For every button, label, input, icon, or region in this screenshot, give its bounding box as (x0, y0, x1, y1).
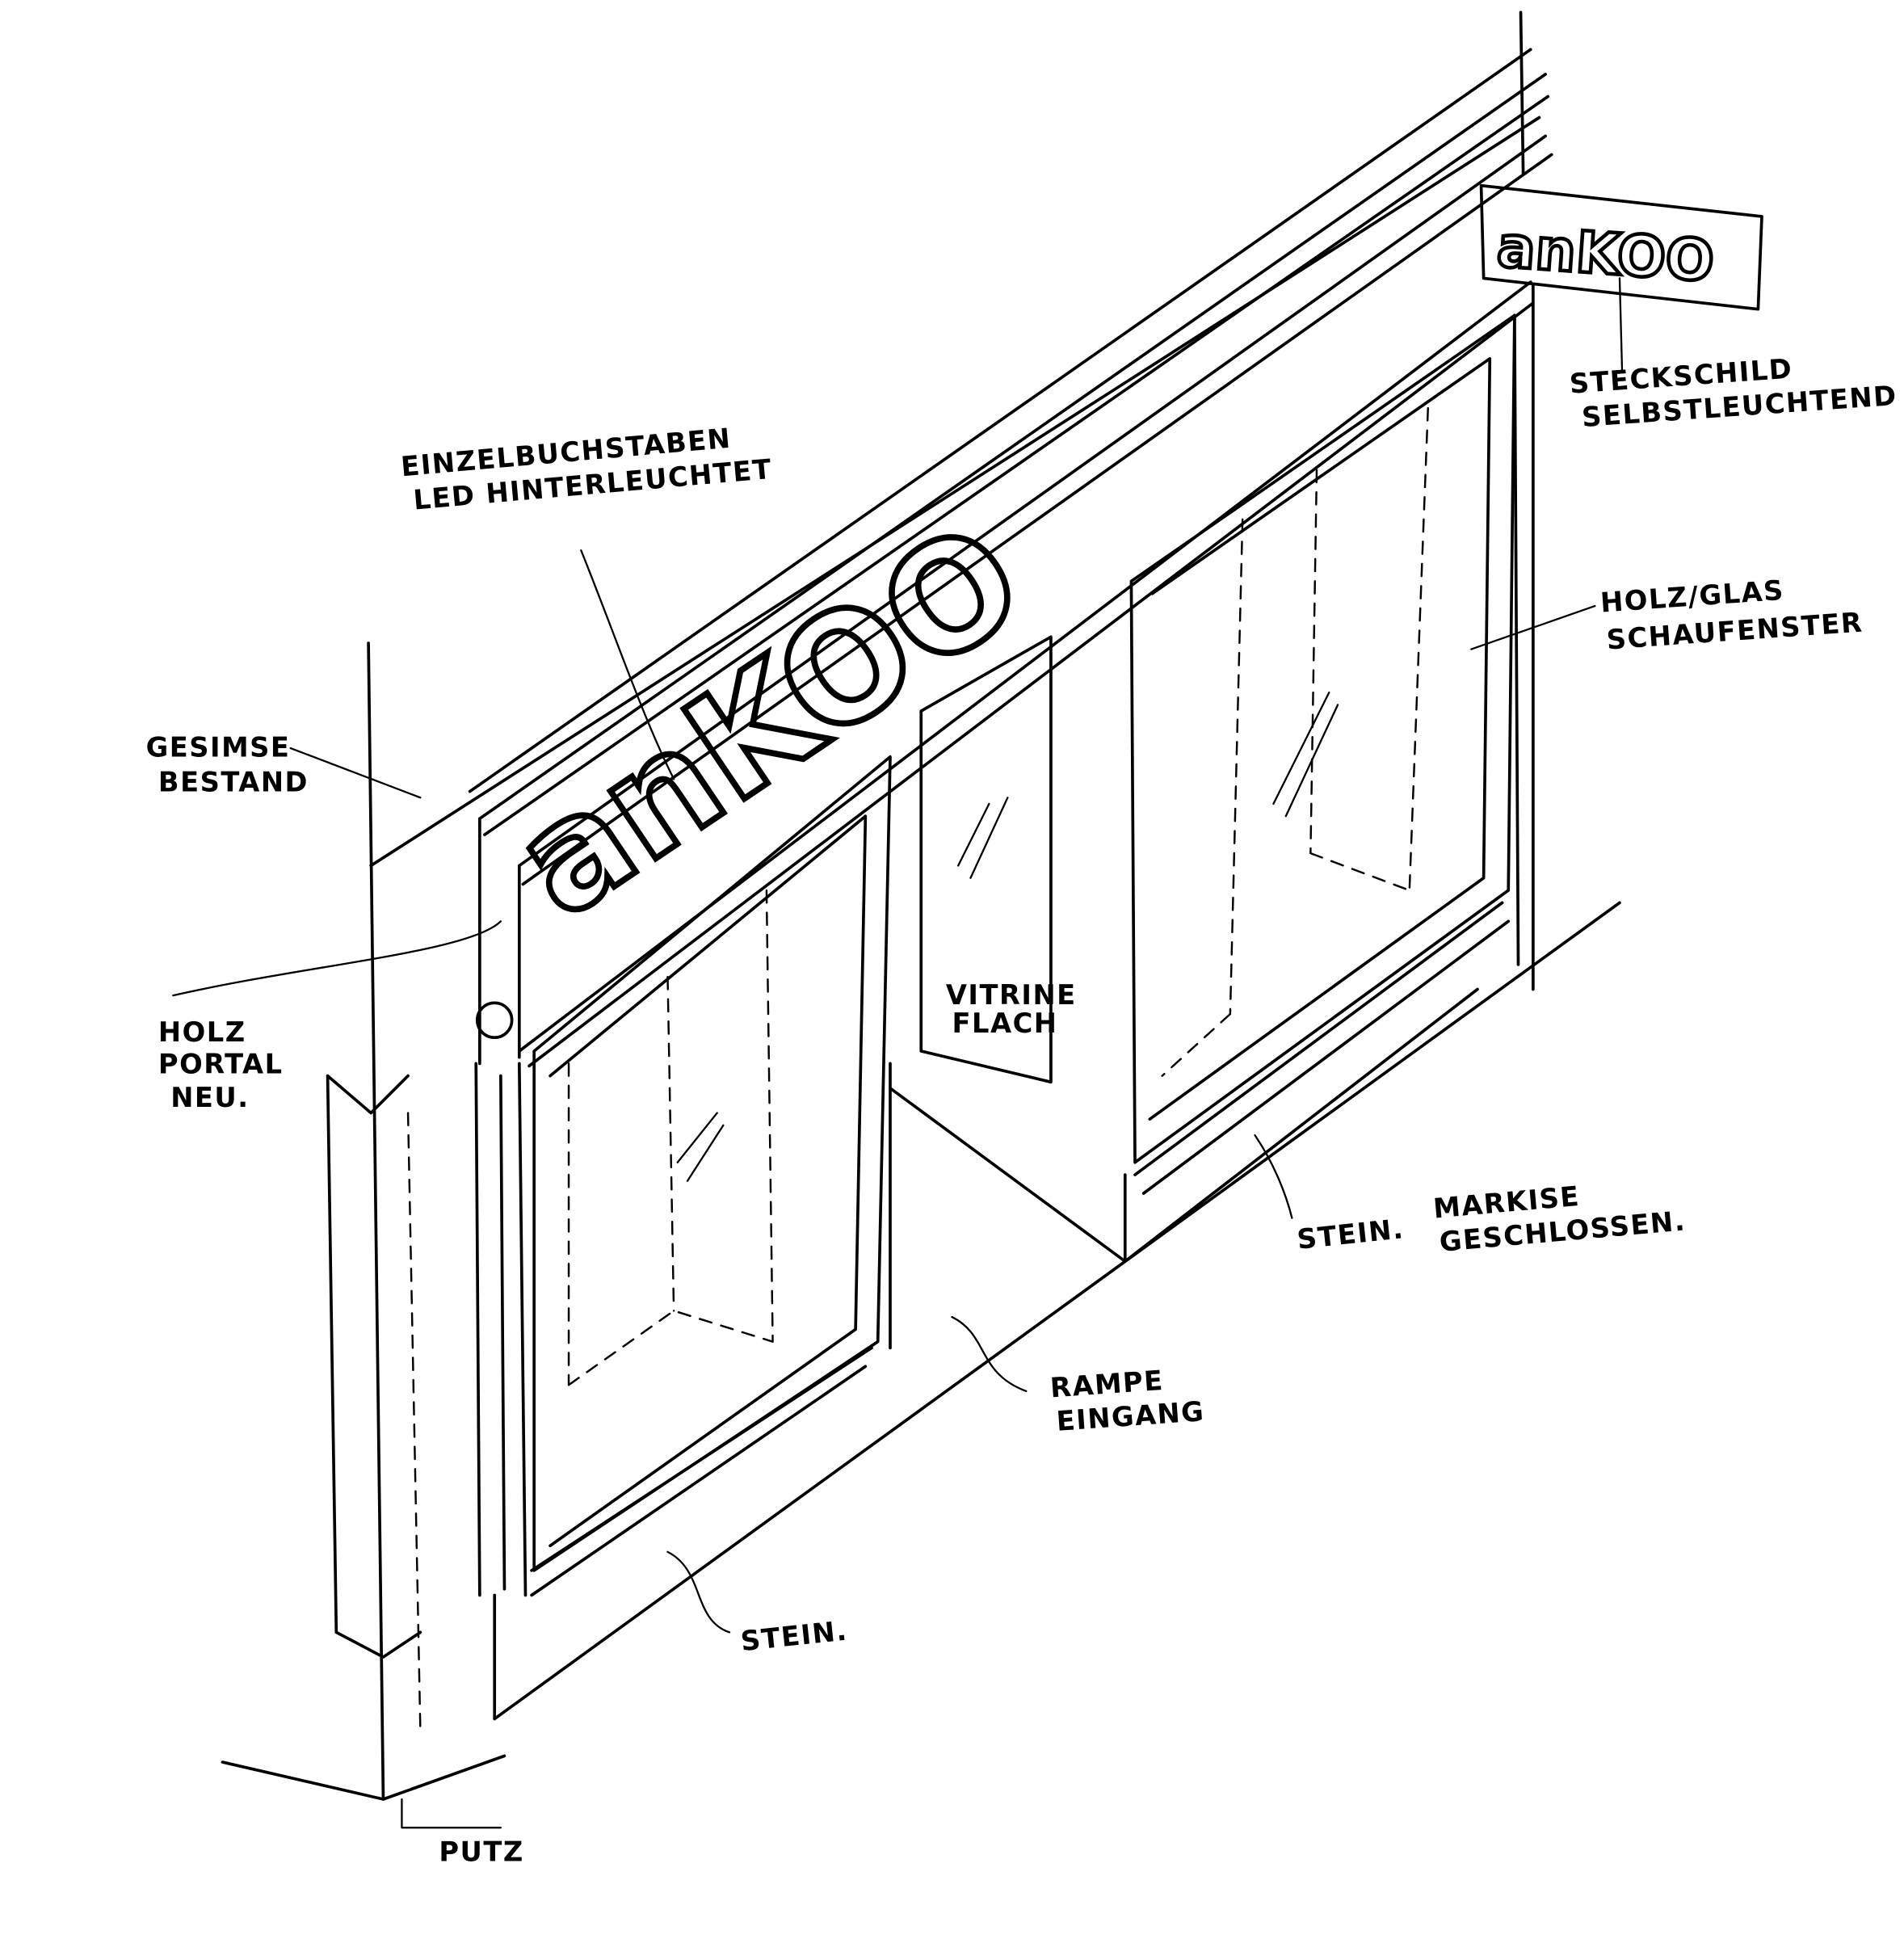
existing-wall (221, 641, 506, 1801)
label-cornice-1: GESIMSE (146, 732, 291, 763)
fascia (369, 48, 1553, 1068)
label-cornice-2: BESTAND (158, 767, 309, 798)
right-window (1129, 283, 1535, 1195)
label-portal-2: PORTAL (158, 1049, 284, 1080)
label-vitrine-2: FLACH (952, 1007, 1058, 1039)
label-window-1: HOLZ/GLAS (1599, 574, 1785, 619)
left-window (530, 755, 892, 1597)
label-portal-1: HOLZ (158, 1016, 246, 1048)
blade-sign (1479, 11, 1763, 311)
base-and-ground (493, 901, 1621, 1721)
label-stone-left: STEIN. (739, 1615, 849, 1658)
label-plaster: PUTZ (439, 1836, 523, 1868)
label-vitrine-1: VITRINE (946, 979, 1077, 1011)
label-portal-3: NEU. (170, 1082, 249, 1113)
label-ramp-1: RAMPE (1049, 1365, 1165, 1404)
portal-post-left (474, 1001, 527, 1597)
leader-lines (172, 277, 1624, 1829)
vitrine (919, 635, 1053, 1084)
label-stone-right: STEIN. (1296, 1213, 1406, 1256)
